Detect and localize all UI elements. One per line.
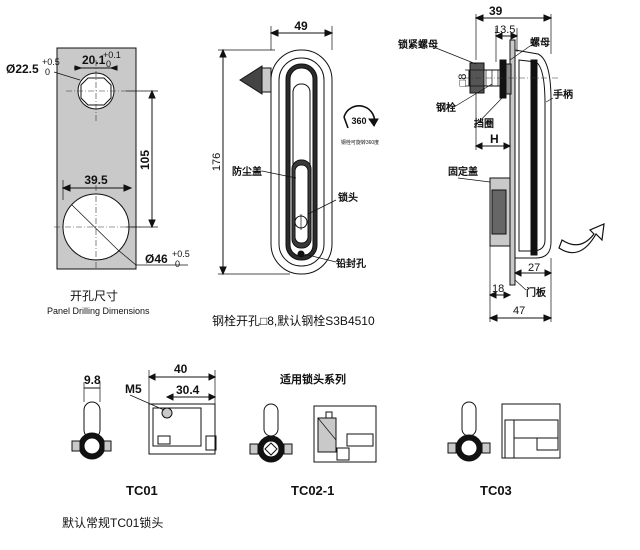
bolt-arrow [239,65,263,95]
rotation-arrow-icon [558,223,605,254]
dim-height-176: 176 [211,153,223,171]
front-view-caption: 钢栓开孔□8,默认钢栓S3B4510 [212,313,375,328]
lock-label-tc03: TC03 [480,483,512,498]
panel-drilling-title: 开孔尺寸 [70,289,118,303]
nut [505,63,512,95]
dim-47: 47 [513,305,525,317]
panel-drilling-view: 105 39.5 20.1 +0.1 0 Ø22.5 +0.5 0 Ø46 +0… [6,47,190,316]
dim-18: 18 [492,283,504,295]
tc03-drawing: TC03 [447,401,561,498]
dim-30-4: 30.4 [176,383,200,397]
label-washer: 挡圈 [474,117,494,130]
svg-text:+0.5: +0.5 [42,57,60,67]
dim-m5: M5 [125,382,142,396]
dim-small-diameter: Ø22.5 [6,62,39,76]
svg-text:0: 0 [175,259,180,269]
dim-40: 40 [174,362,188,376]
seal-hole [297,250,305,258]
dim-9-8: 9.8 [84,373,101,387]
lock-series-title: 适用锁头系列 [280,372,346,386]
dim-width-49: 49 [294,19,308,33]
washer [499,59,507,99]
lock-label-tc02-1: TC02-1 [291,483,334,498]
tc01-drawing: 9.8 40 30.4 M5 TC01 [71,362,217,498]
label-bolt: 钢栓 [436,101,456,114]
svg-text:0: 0 [45,67,50,77]
dim-13-5: 13.5 [494,24,515,36]
dim-height-105: 105 [138,150,152,170]
svg-text:360: 360 [351,116,366,126]
tc02-1-drawing: TC02-1 [249,403,377,498]
svg-text:+0.1: +0.1 [103,50,121,60]
default-lock-note: 默认常规TC01锁头 [62,515,163,530]
square-hole [80,77,112,106]
label-handle: 手柄 [553,88,573,101]
front-view: 49 176 360 钢栓可旋转360度 防尘盖 锁头 铅封孔 钢栓开孔□8,默… [211,19,379,328]
label-fixing-cover: 固定盖 [448,165,478,178]
door-panel [509,39,516,286]
dim-offset-39-5: 39.5 [84,173,108,187]
lock-label-tc01: TC01 [126,483,158,498]
label-panel: 门板 [526,286,547,299]
dim-27: 27 [528,262,540,274]
rotation-note: 钢栓可旋转360度 [341,139,379,146]
svg-text:+0.5: +0.5 [172,249,190,259]
label-lock-cylinder: 锁头 [338,191,358,204]
label-lock-nut: 锁紧螺母 [398,38,438,51]
svg-text:0: 0 [106,59,111,69]
panel-drilling-subtitle: Panel Drilling Dimensions [47,306,150,316]
dim-39: 39 [489,4,503,18]
rotation-360-icon: 360 [343,105,379,129]
lock-series: 适用锁头系列 9.8 40 30. [62,362,561,530]
side-view: 39 13.5 □8 H 27 18 47 [398,4,605,322]
dim-large-diameter: Ø46 [145,252,168,266]
label-dust-cover: 防尘盖 [232,165,262,178]
dim-H: H [490,132,499,146]
dim-square-8: □8 [457,74,469,87]
dim-square-20-1: 20.1 [82,53,106,67]
label-nut: 螺母 [530,36,550,49]
label-seal-hole: 铅封孔 [336,257,366,270]
